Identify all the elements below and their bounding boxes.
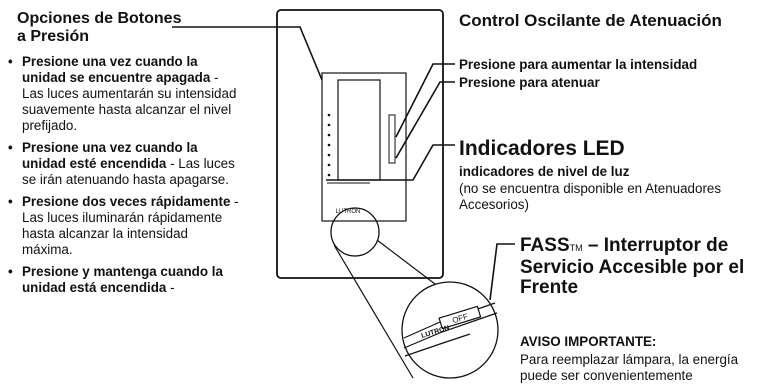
zoom-detail-circle [401,281,499,379]
list-item: Presione y mantenga cuando la unidad est… [8,264,240,296]
notice-text: Para reemplazar lámpara, la energía pued… [520,352,739,383]
leader-push-options [172,26,323,81]
led-indicators-title: Indicadores LED [459,137,625,160]
title-line-1: Opciones de Botones [17,10,182,27]
fass-title: FASSTM – Interruptor de Servicio Accesib… [520,235,745,298]
zoom-line [333,244,414,379]
lower-label: Presione para atenuar [459,75,600,90]
led-indicators-note: (no se encuentra disponible en Atenuador… [459,181,722,212]
push-button-options-title: Opciones de Botones a Presión [17,10,181,46]
push-button-options-list: Presione una vez cuando la unidad se enc… [8,54,240,302]
fass-switch[interactable] [438,305,482,330]
list-item: Presione dos veces rápidamente - Las luc… [8,194,240,258]
list-item: Presione una vez cuando la unidad se enc… [8,54,240,134]
rocker-paddle[interactable] [337,79,381,181]
rocker-control-title: Control Oscilante de Atenuación [459,11,722,30]
zoom-source-circle [330,207,380,257]
notice-title: AVISO IMPORTANTE: [520,334,657,349]
intensity-rocker[interactable] [388,114,396,164]
led-indicators [327,113,331,177]
title-line-2: a Presión [17,28,90,45]
brand-logo-small: LUTRON [336,209,361,215]
list-item: Presione una vez cuando la unidad esté e… [8,140,240,188]
raise-label: Presione para aumentar la intensidad [459,57,698,72]
leader-lines [172,26,515,301]
led-indicators-subtitle: indicadores de nivel de luz [459,164,630,179]
